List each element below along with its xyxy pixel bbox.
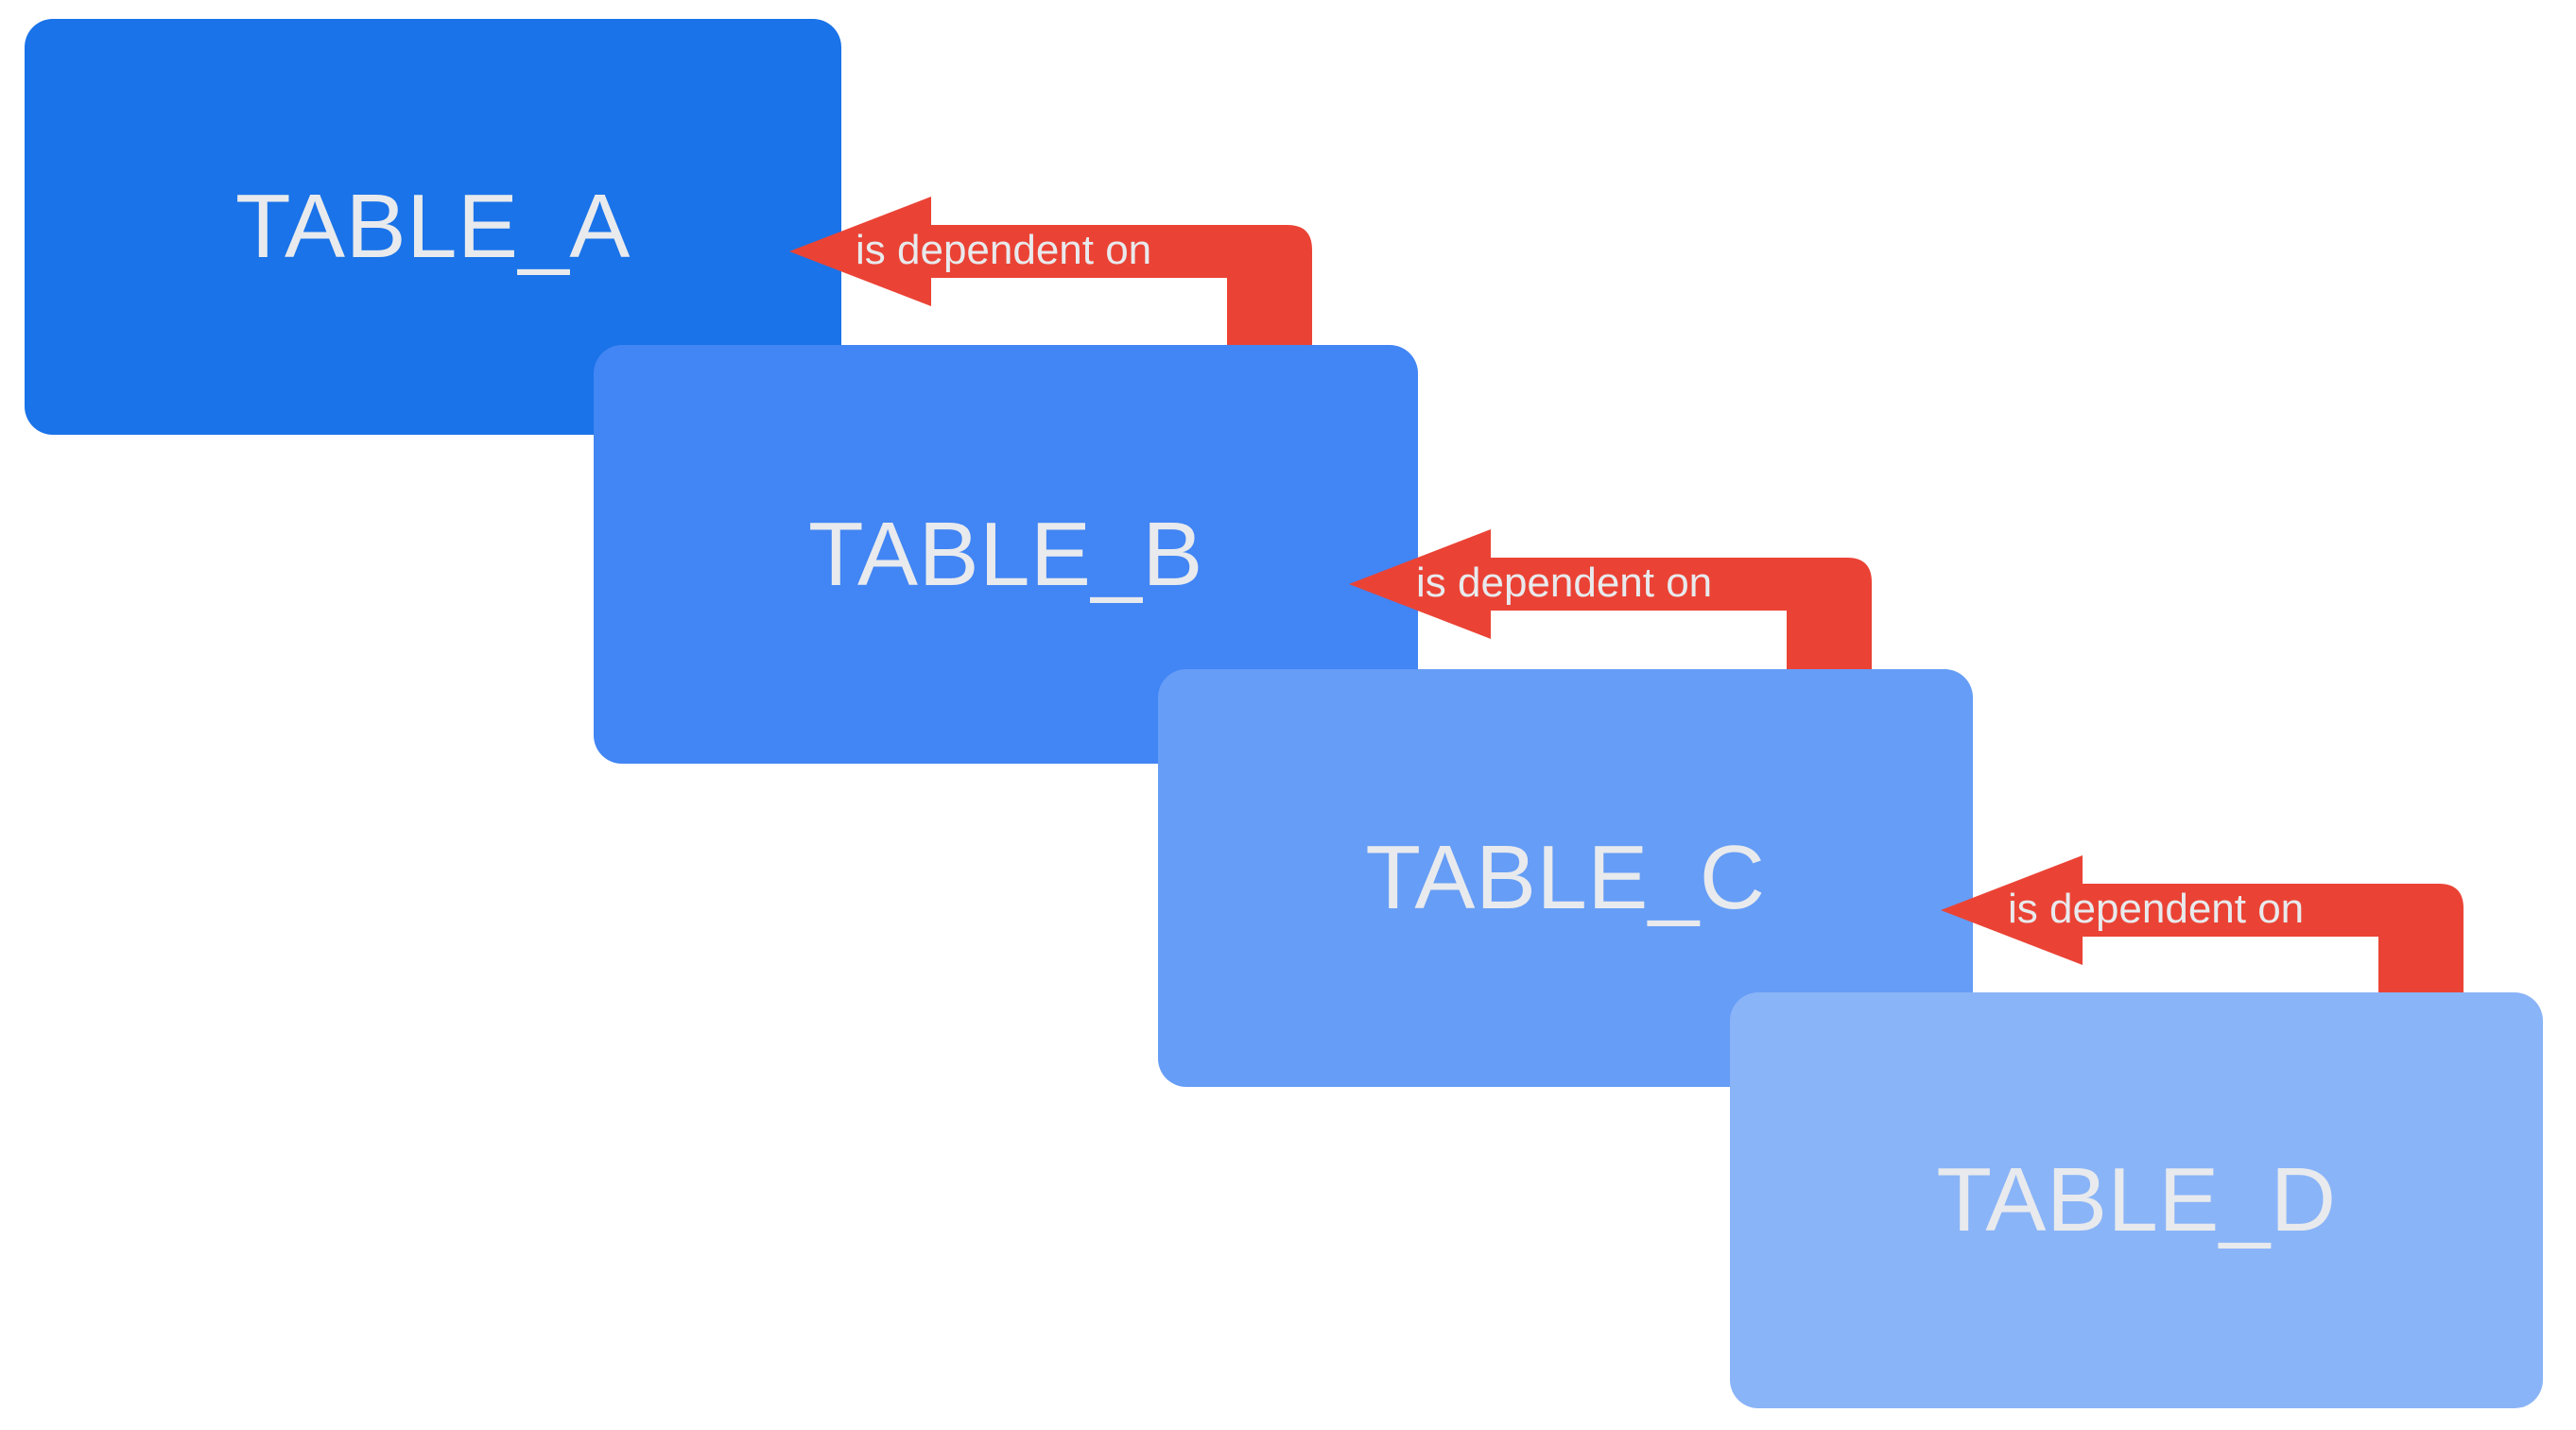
node-table-b-label: TABLE_B [808, 503, 1203, 605]
node-table-d[interactable]: TABLE_D [1730, 992, 2543, 1408]
node-table-a[interactable]: TABLE_A [25, 19, 841, 435]
node-table-a-label: TABLE_A [235, 176, 631, 277]
node-table-d-label: TABLE_D [1936, 1149, 2337, 1250]
node-table-c-label: TABLE_C [1365, 827, 1766, 928]
edge-b-to-a-label: is dependent on [856, 227, 1152, 273]
edge-c-to-b-label: is dependent on [1416, 560, 1713, 606]
edge-d-to-c-label: is dependent on [2008, 886, 2305, 932]
